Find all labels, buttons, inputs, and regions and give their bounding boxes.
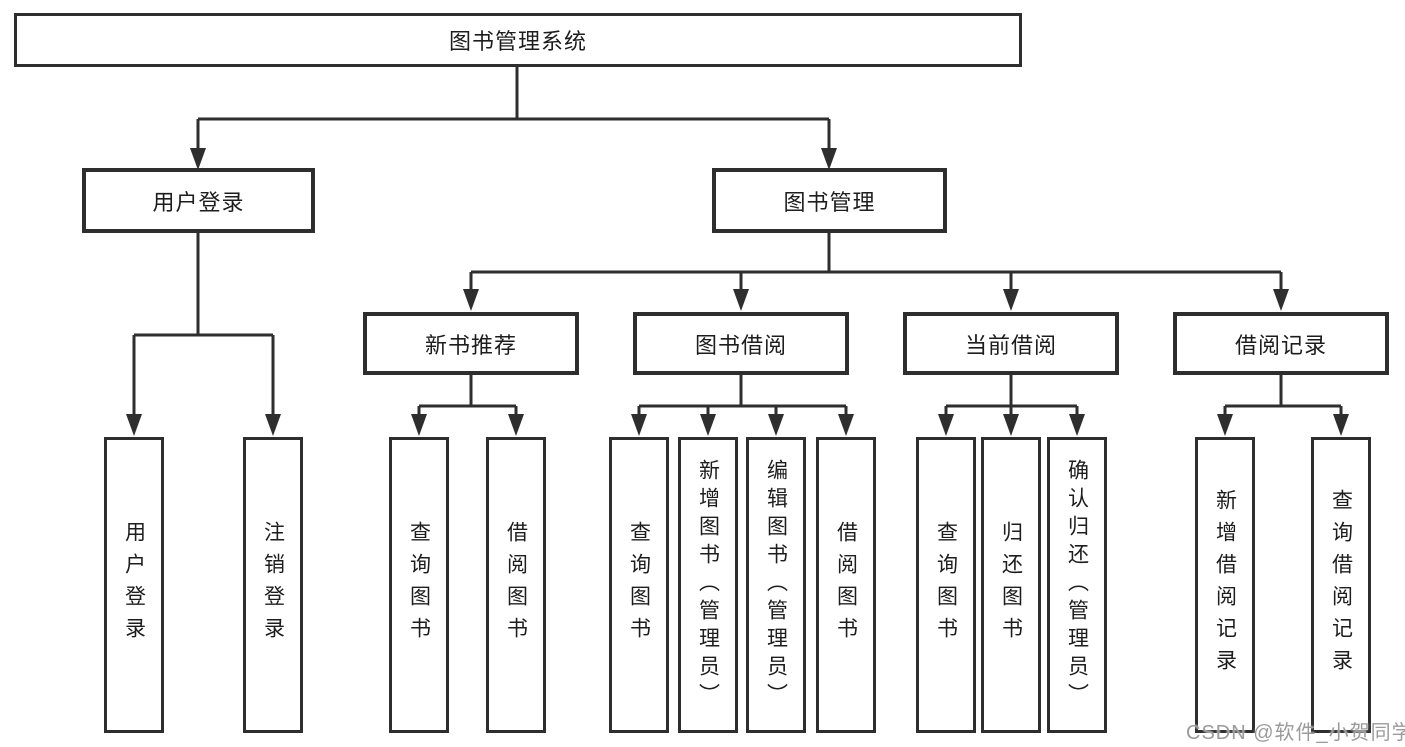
csdn-watermark: CSDN @软件_小贺同学	[1186, 722, 1405, 744]
leaf-add-books-admin: 新增图书（管理员）	[678, 437, 738, 733]
leaf-user-login-label: 用户登录	[122, 521, 146, 649]
leaf-user-login: 用户登录	[104, 437, 164, 733]
leaf-logout: 注销登录	[243, 437, 303, 733]
node-book-borrowing: 图书借阅	[633, 312, 849, 375]
leaf-add-borrow-record-label: 新增借阅记录	[1213, 489, 1237, 681]
node-root: 图书管理系统	[14, 13, 1022, 67]
node-user-login: 用户登录	[82, 168, 315, 233]
leaf-query-books-borrow-label: 查询图书	[627, 521, 651, 649]
leaf-borrow-books-recommend-label: 借阅图书	[504, 521, 528, 649]
arrowheads	[126, 148, 1349, 436]
leaf-add-borrow-record: 新增借阅记录	[1195, 437, 1255, 733]
node-book-borrowing-label: 图书借阅	[694, 332, 787, 358]
leaf-logout-label: 注销登录	[261, 521, 285, 649]
node-new-book-recommend: 新书推荐	[363, 312, 579, 375]
node-root-label: 图书管理系统	[448, 29, 587, 54]
node-current-borrowing-label: 当前借阅	[964, 332, 1057, 358]
node-book-management: 图书管理	[712, 168, 947, 233]
node-user-login-label: 用户登录	[152, 189, 245, 215]
leaf-confirm-return-admin-label: 确认归还（管理员）	[1065, 459, 1089, 711]
leaf-borrow-books-recommend: 借阅图书	[486, 437, 546, 733]
leaf-return-books-label: 归还图书	[999, 521, 1023, 649]
node-new-book-recommend-label: 新书推荐	[424, 332, 517, 358]
node-borrowing-records: 借阅记录	[1173, 312, 1389, 375]
leaf-query-books-current: 查询图书	[916, 437, 976, 733]
node-borrowing-records-label: 借阅记录	[1234, 332, 1327, 358]
node-current-borrowing: 当前借阅	[903, 312, 1119, 375]
leaf-edit-books-admin-label: 编辑图书（管理员）	[764, 459, 788, 711]
leaf-return-books: 归还图书	[981, 437, 1041, 733]
leaf-query-books-borrow: 查询图书	[609, 437, 669, 733]
leaf-borrow-books-label: 借阅图书	[834, 521, 858, 649]
node-book-management-label: 图书管理	[783, 189, 876, 215]
leaf-query-borrow-record: 查询借阅记录	[1311, 437, 1371, 733]
leaf-borrow-books: 借阅图书	[816, 437, 876, 733]
leaf-query-books-recommend-label: 查询图书	[407, 521, 431, 649]
leaf-confirm-return-admin: 确认归还（管理员）	[1047, 437, 1107, 733]
leaf-edit-books-admin: 编辑图书（管理员）	[746, 437, 806, 733]
leaf-add-books-admin-label: 新增图书（管理员）	[696, 459, 720, 711]
leaf-query-borrow-record-label: 查询借阅记录	[1329, 489, 1353, 681]
leaf-query-books-current-label: 查询图书	[934, 521, 958, 649]
leaf-query-books-recommend: 查询图书	[389, 437, 449, 733]
